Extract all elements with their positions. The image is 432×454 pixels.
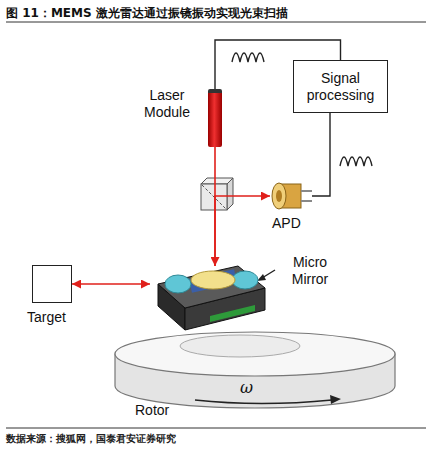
micro-mirror: Micro Mirror — [150, 266, 270, 332]
laser-module: Laser Module — [208, 89, 222, 147]
signal-waveform — [340, 157, 372, 166]
return-beam — [215, 196, 270, 266]
signal-wire — [312, 113, 330, 196]
rotor-disc: Rotor ω — [110, 328, 400, 418]
apd-detector: APD — [270, 182, 312, 210]
box-label: Signal processing — [298, 70, 383, 104]
part-label: APD — [272, 215, 301, 231]
title-rule — [6, 22, 426, 23]
leader-arrow — [257, 270, 275, 281]
part-label: Target — [27, 309, 66, 325]
source-note: 数据来源：搜狐网，国泰君安证券研究 — [6, 432, 176, 446]
part-label: Rotor — [135, 402, 169, 418]
beam-splitter — [201, 178, 233, 210]
laser-beam — [72, 283, 150, 285]
signal-waveform — [232, 53, 264, 62]
apd-illustration — [270, 182, 312, 210]
figure-title: 图 11：MEMS 激光雷达通过振镜振动实现光束扫描 — [6, 5, 288, 22]
part-label: Micro Mirror — [278, 254, 342, 288]
process-box: Signal processing — [293, 60, 388, 113]
footer-rule — [6, 428, 426, 429]
angular-velocity: ω — [240, 378, 253, 397]
part-label: Laser Module — [136, 87, 198, 121]
mirror-illustration — [150, 266, 270, 332]
target-box: Target — [32, 265, 72, 303]
